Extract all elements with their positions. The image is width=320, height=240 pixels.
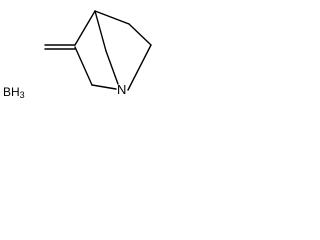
bond-c3-c2 — [74, 46, 93, 86]
borane-symbol: BH — [3, 85, 20, 99]
borane-subscript: 3 — [19, 90, 25, 100]
bond-c2-nitrogen — [91, 84, 117, 90]
nitrogen-atom-label: N — [117, 82, 126, 97]
bond-bridge1-bridge2 — [128, 23, 152, 46]
bond-back-nitrogen — [105, 50, 119, 85]
bond-bridgehead-c3 — [74, 10, 96, 46]
borane-label: BH3 — [3, 85, 25, 100]
bond-bridgehead-back — [94, 10, 107, 52]
bond-bridge2-nitrogen — [127, 44, 152, 91]
structure-canvas: N — [44, 10, 152, 97]
bond-bridgehead-bridge1 — [94, 10, 130, 25]
